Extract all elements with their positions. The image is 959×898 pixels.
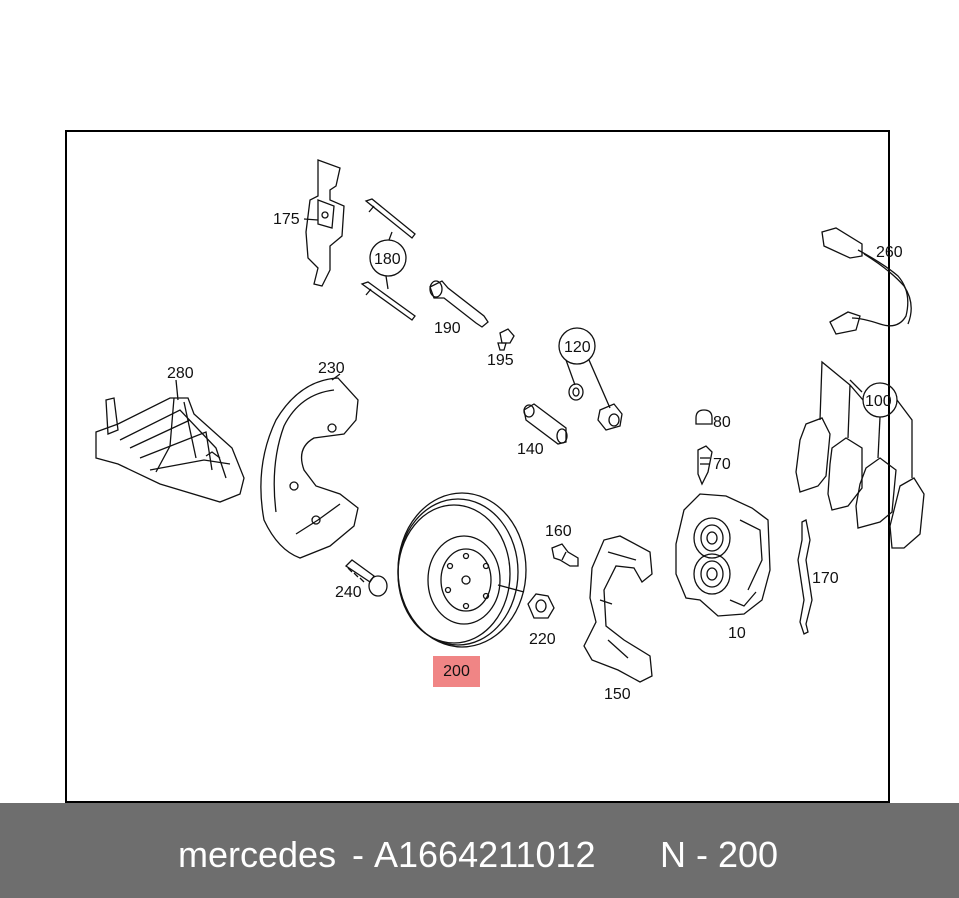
label-180: 180 — [374, 251, 401, 268]
part-10-caliper — [675, 493, 771, 617]
label-160: 160 — [545, 523, 572, 540]
part-170-spring — [797, 519, 813, 635]
label-190: 190 — [434, 320, 461, 337]
footer-brand: mercedes — [178, 834, 337, 875]
part-220-nut — [527, 593, 555, 619]
label-10: 10 — [728, 625, 746, 642]
part-195-bolt — [497, 328, 515, 351]
part-120-bushings — [558, 327, 623, 431]
label-195: 195 — [487, 352, 514, 369]
footer-position: N - 200 — [660, 834, 779, 875]
label-240: 240 — [335, 584, 362, 601]
label-280: 280 — [167, 365, 194, 382]
label-150: 150 — [604, 686, 631, 703]
part-80-cap — [695, 409, 713, 425]
part-230-splash-shield — [260, 377, 359, 559]
label-120: 120 — [564, 339, 591, 356]
part-240-bolt — [344, 559, 388, 597]
part-160-bolt — [551, 543, 579, 567]
footer-bar: mercedes - A1664211012 N - 200 — [0, 803, 959, 898]
part-150-carrier — [583, 535, 653, 683]
label-200-highlighted: 200 — [443, 663, 470, 680]
part-200-brake-disc — [397, 492, 527, 648]
part-labels: 175 180 190 195 120 260 280 230 140 80 7… — [167, 211, 903, 703]
footer-separator: - — [352, 834, 364, 875]
part-280-bracket — [95, 397, 245, 503]
label-70: 70 — [713, 456, 731, 473]
label-230: 230 — [318, 360, 345, 377]
label-260: 260 — [876, 244, 903, 261]
part-140-sleeve — [523, 403, 568, 445]
diagram-frame — [65, 130, 890, 803]
part-175-clip — [305, 159, 345, 287]
part-180-pins — [360, 198, 416, 321]
highlight-box — [433, 656, 480, 687]
label-175: 175 — [273, 211, 300, 228]
part-100-brake-pads — [795, 360, 925, 549]
part-190-guide-pin — [429, 280, 489, 328]
part-70-bleeder — [697, 445, 713, 486]
label-170: 170 — [812, 570, 839, 587]
label-220: 220 — [529, 631, 556, 648]
part-260-wear-sensor — [821, 227, 912, 335]
label-80: 80 — [713, 414, 731, 431]
footer-part-number: A1664211012 — [374, 834, 596, 875]
label-100: 100 — [865, 393, 892, 410]
label-140: 140 — [517, 441, 544, 458]
